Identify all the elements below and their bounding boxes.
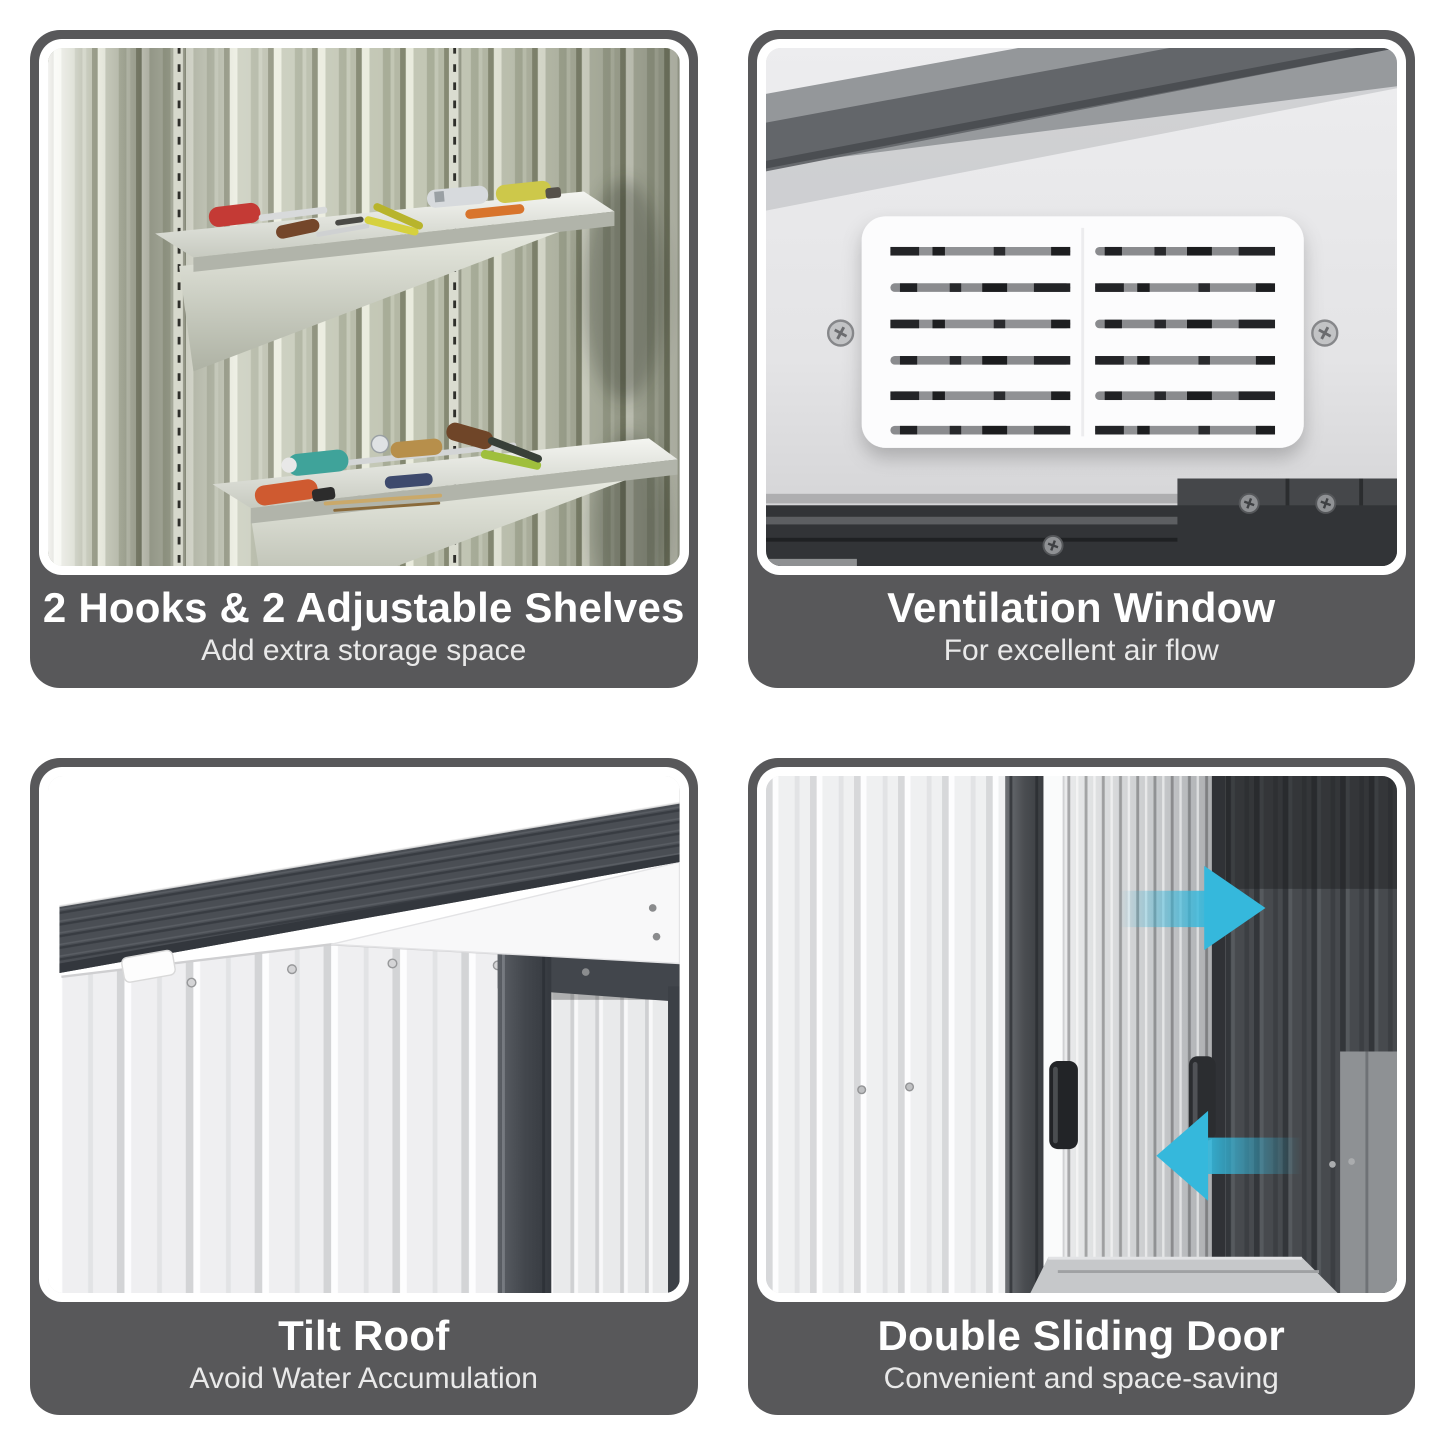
tools-on-lower-shelf — [254, 422, 542, 512]
photo-tilt-roof — [48, 775, 680, 1293]
feature-subtitle: Add extra storage space — [201, 634, 527, 667]
bottom-frame — [765, 478, 1397, 566]
feature-card-tilt-roof: Tilt Roof Avoid Water Accumulation — [30, 757, 698, 1415]
lower-shelf — [212, 422, 678, 566]
photo-sliding-door — [765, 775, 1397, 1293]
tilt-roof-illustration — [48, 775, 680, 1293]
feature-title: Double Sliding Door — [877, 1311, 1285, 1359]
door-frame — [497, 945, 680, 1293]
roof-corner-cap — [121, 949, 176, 983]
feature-title: 2 Hooks & 2 Adjustable Shelves — [42, 584, 685, 631]
tilted-roof — [59, 801, 680, 983]
feature-caption: 2 Hooks & 2 Adjustable Shelves Add extra… — [39, 575, 689, 679]
roof-beam — [765, 48, 1397, 211]
slide-right-arrow-icon — [1117, 865, 1265, 950]
ventilation-grille — [861, 216, 1304, 448]
sliding-door-illustration — [765, 775, 1397, 1293]
photo-frame — [756, 766, 1406, 1302]
shelf-standard-rails — [173, 48, 462, 566]
feature-title: Ventilation Window — [887, 584, 1276, 631]
feature-title: Tilt Roof — [278, 1311, 450, 1359]
ventilation-illustration — [765, 48, 1397, 566]
ghost-sliding-door — [1064, 775, 1218, 1293]
feature-subtitle: Convenient and space-saving — [883, 1361, 1279, 1395]
photo-frame — [39, 39, 689, 575]
feature-caption: Ventilation Window For excellent air flo… — [757, 575, 1407, 679]
feature-card-sliding-door: Double Sliding Door Convenient and space… — [747, 757, 1415, 1415]
door-stile — [1042, 775, 1065, 1293]
feature-card-shelves: 2 Hooks & 2 Adjustable Shelves Add extra… — [30, 30, 698, 688]
feature-caption: Tilt Roof Avoid Water Accumulation — [39, 1302, 689, 1406]
white-door-panel — [765, 775, 1005, 1293]
photo-shelves — [48, 48, 680, 566]
screw-icon — [826, 319, 855, 347]
upper-shelf — [155, 180, 615, 372]
feature-card-ventilation: Ventilation Window For excellent air flo… — [747, 30, 1415, 688]
shelves-illustration — [48, 48, 680, 566]
tools-on-upper-shelf — [208, 180, 562, 239]
screw-icon — [1310, 319, 1339, 347]
door-handle-left — [1048, 1060, 1078, 1149]
feature-subtitle: Avoid Water Accumulation — [189, 1361, 538, 1395]
door-handle-right — [1188, 1055, 1216, 1140]
photo-frame — [756, 39, 1406, 575]
photo-ventilation — [765, 48, 1397, 566]
feature-caption: Double Sliding Door Convenient and space… — [757, 1302, 1407, 1406]
shelf-shadow — [583, 179, 665, 401]
photo-frame — [39, 766, 689, 1302]
corrugated-metal-wall — [48, 48, 680, 566]
feature-subtitle: For excellent air flow — [943, 634, 1219, 667]
floor-sill — [1029, 1256, 1338, 1293]
slide-left-arrow-icon — [1155, 1110, 1302, 1201]
